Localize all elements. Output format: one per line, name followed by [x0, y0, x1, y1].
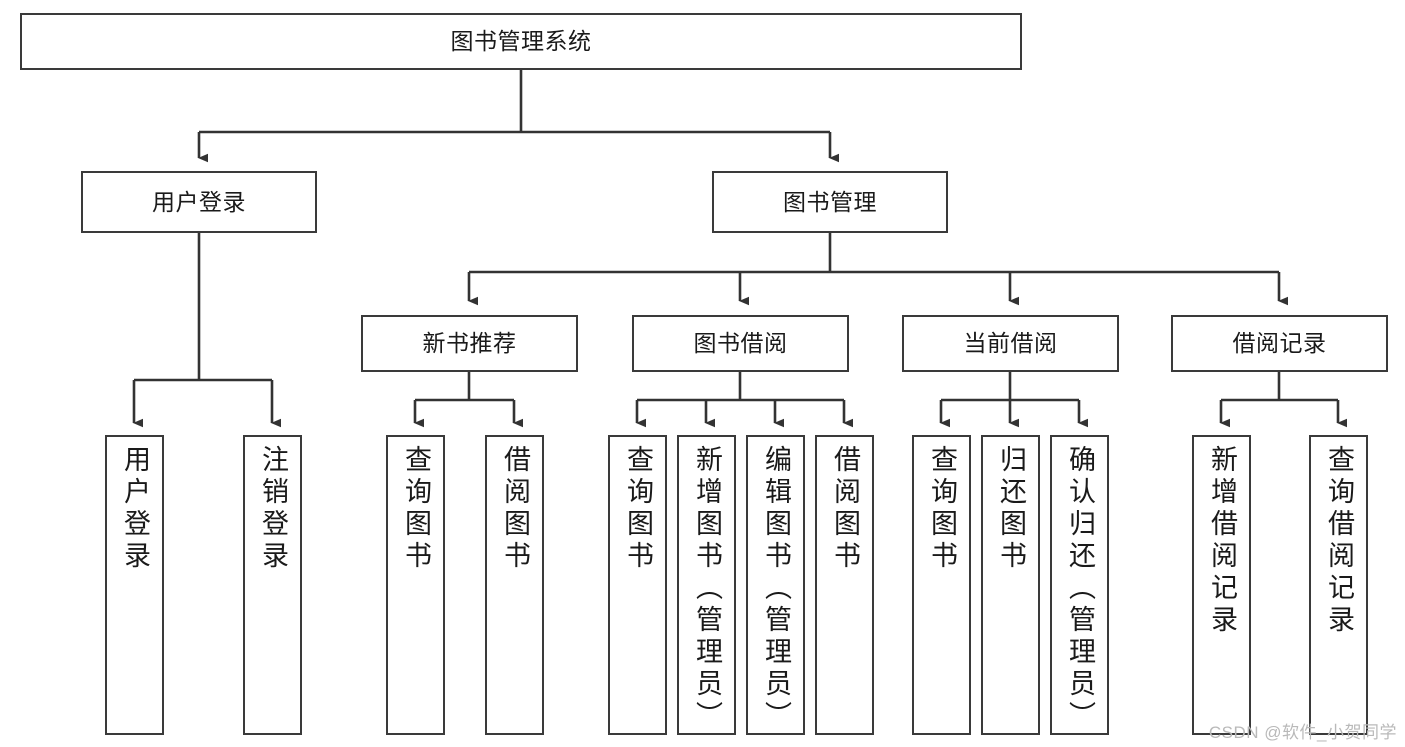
node-leaf-query-book-2-label: 查询图书	[623, 445, 653, 573]
node-leaf-user-login-label: 用户登录	[120, 445, 150, 573]
node-leaf-borrow-book-2[interactable]: 借阅图书	[815, 435, 874, 735]
node-borrow-record-label: 借阅记录	[1232, 330, 1327, 357]
node-leaf-borrow-book-2-label: 借阅图书	[830, 445, 860, 573]
node-book-borrow[interactable]: 图书借阅	[632, 315, 849, 372]
node-leaf-query-book-3-label: 查询图书	[927, 445, 957, 573]
node-leaf-add-book-label: 新增图书（管理员）	[692, 445, 722, 733]
node-leaf-logout-label: 注销登录	[258, 445, 288, 573]
node-leaf-user-login[interactable]: 用户登录	[105, 435, 164, 735]
node-current-borrow-label: 当前借阅	[963, 330, 1058, 357]
node-new-book-rec-label: 新书推荐	[422, 330, 517, 357]
node-leaf-query-record[interactable]: 查询借阅记录	[1309, 435, 1368, 735]
node-root-label: 图书管理系统	[450, 28, 592, 55]
node-leaf-add-record[interactable]: 新增借阅记录	[1192, 435, 1251, 735]
node-leaf-query-record-label: 查询借阅记录	[1324, 445, 1354, 637]
node-leaf-add-record-label: 新增借阅记录	[1207, 445, 1237, 637]
node-leaf-confirm-return[interactable]: 确认归还（管理员）	[1050, 435, 1109, 735]
node-user-login[interactable]: 用户登录	[81, 171, 317, 233]
watermark-text: CSDN @软件_小贺同学	[1208, 723, 1397, 742]
node-leaf-logout[interactable]: 注销登录	[243, 435, 302, 735]
node-root[interactable]: 图书管理系统	[20, 13, 1022, 70]
node-leaf-return-book-label: 归还图书	[996, 445, 1026, 573]
node-leaf-query-book-1-label: 查询图书	[401, 445, 431, 573]
node-borrow-record[interactable]: 借阅记录	[1171, 315, 1388, 372]
node-leaf-add-book[interactable]: 新增图书（管理员）	[677, 435, 736, 735]
node-leaf-confirm-return-label: 确认归还（管理员）	[1065, 445, 1095, 733]
node-current-borrow[interactable]: 当前借阅	[902, 315, 1119, 372]
node-book-borrow-label: 图书借阅	[693, 330, 788, 357]
node-leaf-borrow-book-1[interactable]: 借阅图书	[485, 435, 544, 735]
node-leaf-query-book-3[interactable]: 查询图书	[912, 435, 971, 735]
node-new-book-rec[interactable]: 新书推荐	[361, 315, 578, 372]
node-book-manage-label: 图书管理	[783, 188, 877, 215]
node-leaf-edit-book-label: 编辑图书（管理员）	[761, 445, 791, 733]
node-user-login-label: 用户登录	[152, 188, 246, 215]
node-book-manage[interactable]: 图书管理	[712, 171, 948, 233]
node-leaf-edit-book[interactable]: 编辑图书（管理员）	[746, 435, 805, 735]
node-leaf-query-book-1[interactable]: 查询图书	[386, 435, 445, 735]
node-leaf-query-book-2[interactable]: 查询图书	[608, 435, 667, 735]
node-leaf-return-book[interactable]: 归还图书	[981, 435, 1040, 735]
node-leaf-borrow-book-1-label: 借阅图书	[500, 445, 530, 573]
